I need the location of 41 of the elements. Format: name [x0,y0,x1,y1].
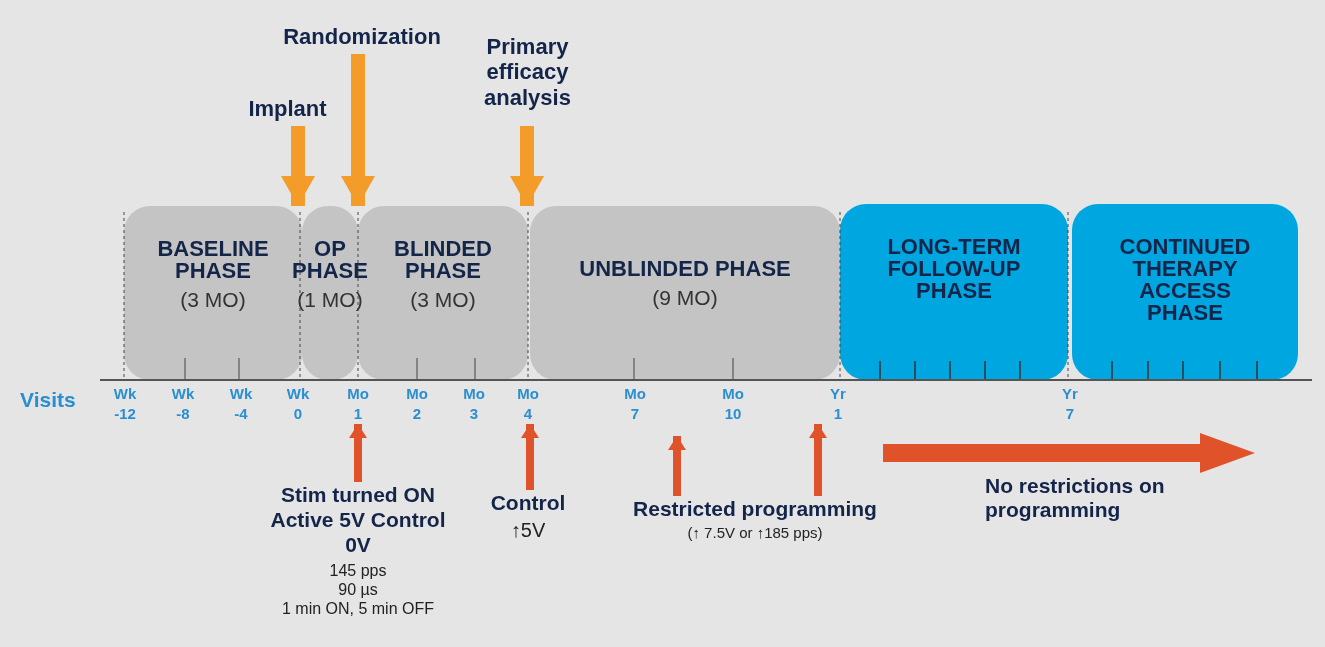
annotation-heading: Restricted programming [632,496,878,522]
phase-title: BLINDED PHASE [393,238,493,282]
visit-label: Mo 2 [406,384,428,423]
milestone-label: Randomization [262,24,462,50]
annotation-text: No restrictions on programming [985,474,1170,523]
arrow [281,126,315,206]
phase-title: LONG-TERM FOLLOW-UP PHASE [886,236,1022,302]
phase-title: BASELINE PHASE [156,238,270,282]
visit-label: Mo 3 [463,384,485,423]
visit-label: Mo 4 [517,384,539,423]
annotation-detail: 1 min ON, 5 min OFF [281,598,435,619]
phase-duration: (9 MO) [652,286,718,310]
phase-box [530,206,840,380]
visit-label: Wk -4 [229,384,253,423]
phase-duration: (3 MO) [180,288,246,312]
visit-label: Wk -8 [171,384,195,423]
phase-title: CONTINUED THERAPY ACCESS PHASE [1118,236,1252,324]
annotation-detail: (↑ 7.5V or ↑185 pps) [686,524,824,543]
visit-label: Wk 0 [286,384,310,423]
annotation-detail: 90 µs [337,579,379,599]
milestone-label: Primary efficacy analysis [465,34,590,110]
visit-label: Mo 7 [624,384,646,423]
phase-title: UNBLINDED PHASE [578,258,792,280]
visit-label: Yr 7 [1062,384,1078,423]
visit-label: Mo 10 [722,384,744,423]
phase-duration: (3 MO) [410,288,476,312]
arrow [341,54,375,206]
annotation-heading: Stim turned ON Active 5V Control 0V [269,482,447,558]
visit-label: Wk -12 [113,384,137,423]
visit-label: Mo 1 [347,384,369,423]
phase-box [840,204,1068,380]
annotation-detail: ↑5V [509,518,547,543]
visit-label: Yr 1 [830,384,846,423]
row-label: Visits [20,388,76,412]
annotation-heading: Control [489,490,567,516]
phase-box [1072,204,1298,380]
milestone-label: Implant [230,96,345,122]
annotation-detail: 145 pps [328,560,388,580]
arrow [510,126,544,206]
phase-duration: (1 MO) [297,288,363,312]
phase-title: OP PHASE [291,238,369,282]
